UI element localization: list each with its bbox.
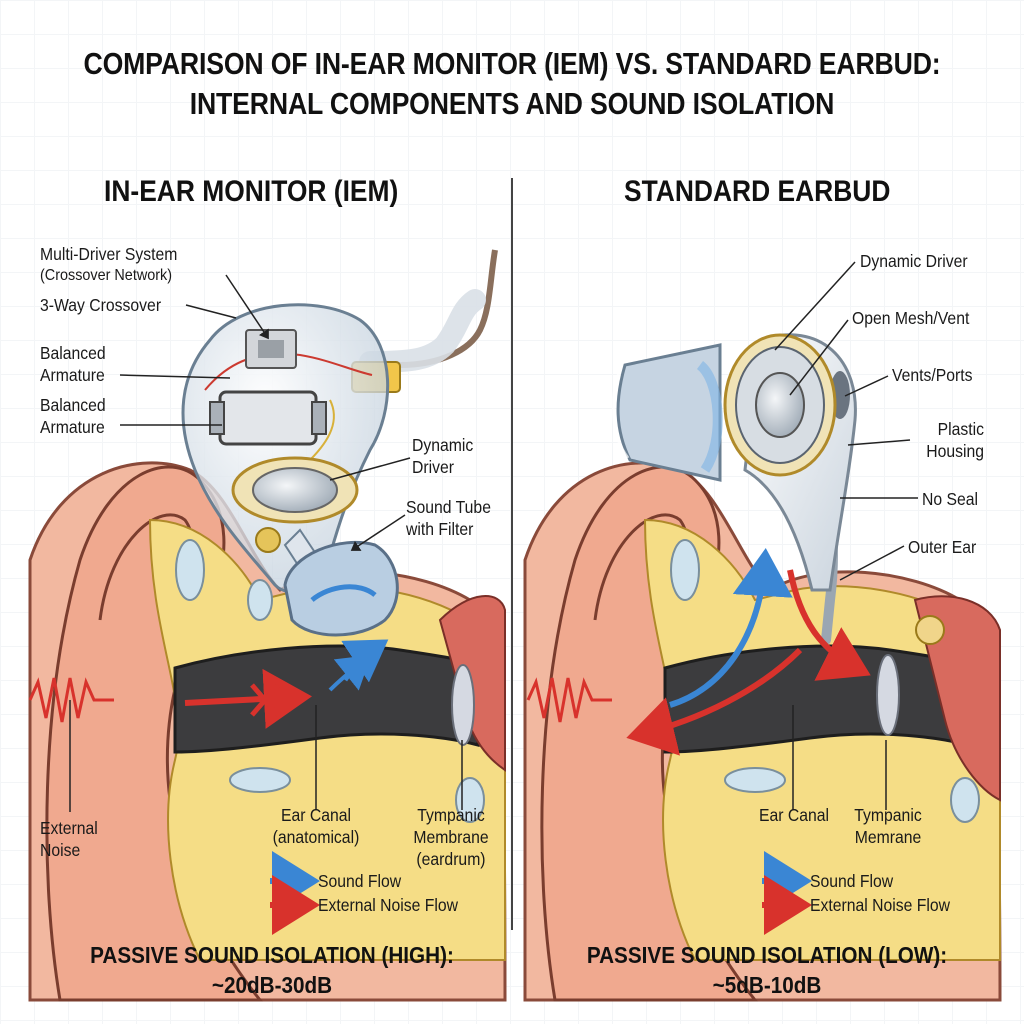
page-title-line-2: INTERNAL COMPONENTS AND SOUND ISOLATION xyxy=(189,86,835,121)
iem-legend-noise: External Noise Flow xyxy=(318,895,459,915)
page-title-line-1: COMPARISON OF IN-EAR MONITOR (IEM) VS. S… xyxy=(83,46,941,81)
label-ear-canal-left: Ear Canal(anatomical) xyxy=(272,805,360,847)
iem-device-illustration xyxy=(181,249,498,637)
iem-legend-sound: Sound Flow xyxy=(318,871,402,891)
label-multi-driver: Multi-Driver System (Crossover Network) xyxy=(40,244,178,284)
earbud-heading: STANDARD EARBUD xyxy=(624,175,891,208)
label-vents-ports: Vents/Ports xyxy=(892,365,973,385)
earbud-device-illustration xyxy=(611,333,857,645)
earbud-legend-noise: External Noise Flow xyxy=(810,895,951,915)
earbud-flow-arrows xyxy=(526,548,871,756)
label-3-way-crossover: 3-Way Crossover xyxy=(40,295,162,315)
label-no-seal: No Seal xyxy=(922,489,979,509)
label-open-mesh-vent: Open Mesh/Vent xyxy=(852,308,970,328)
earbud-leader-lines xyxy=(774,261,918,810)
earbud-legend-sound: Sound Flow xyxy=(810,871,894,891)
label-dynamic-driver-right: Dynamic Driver xyxy=(860,251,968,271)
panel-divider xyxy=(511,178,513,930)
earbud-legend-arrows xyxy=(762,851,812,935)
iem-flow-arrows xyxy=(28,639,389,729)
iem-isolation-rating: PASSIVE SOUND ISOLATION (HIGH):~20dB-30d… xyxy=(90,942,454,998)
iem-leader-lines xyxy=(69,274,463,812)
label-ear-canal-right: Ear Canal xyxy=(758,805,830,825)
label-outer-ear: Outer Ear xyxy=(908,537,977,557)
iem-legend-arrows xyxy=(270,851,320,935)
earbud-isolation-rating: PASSIVE SOUND ISOLATION (LOW):~5dB-10dB xyxy=(586,942,948,998)
iem-heading: IN-EAR MONITOR (IEM) xyxy=(104,175,399,208)
